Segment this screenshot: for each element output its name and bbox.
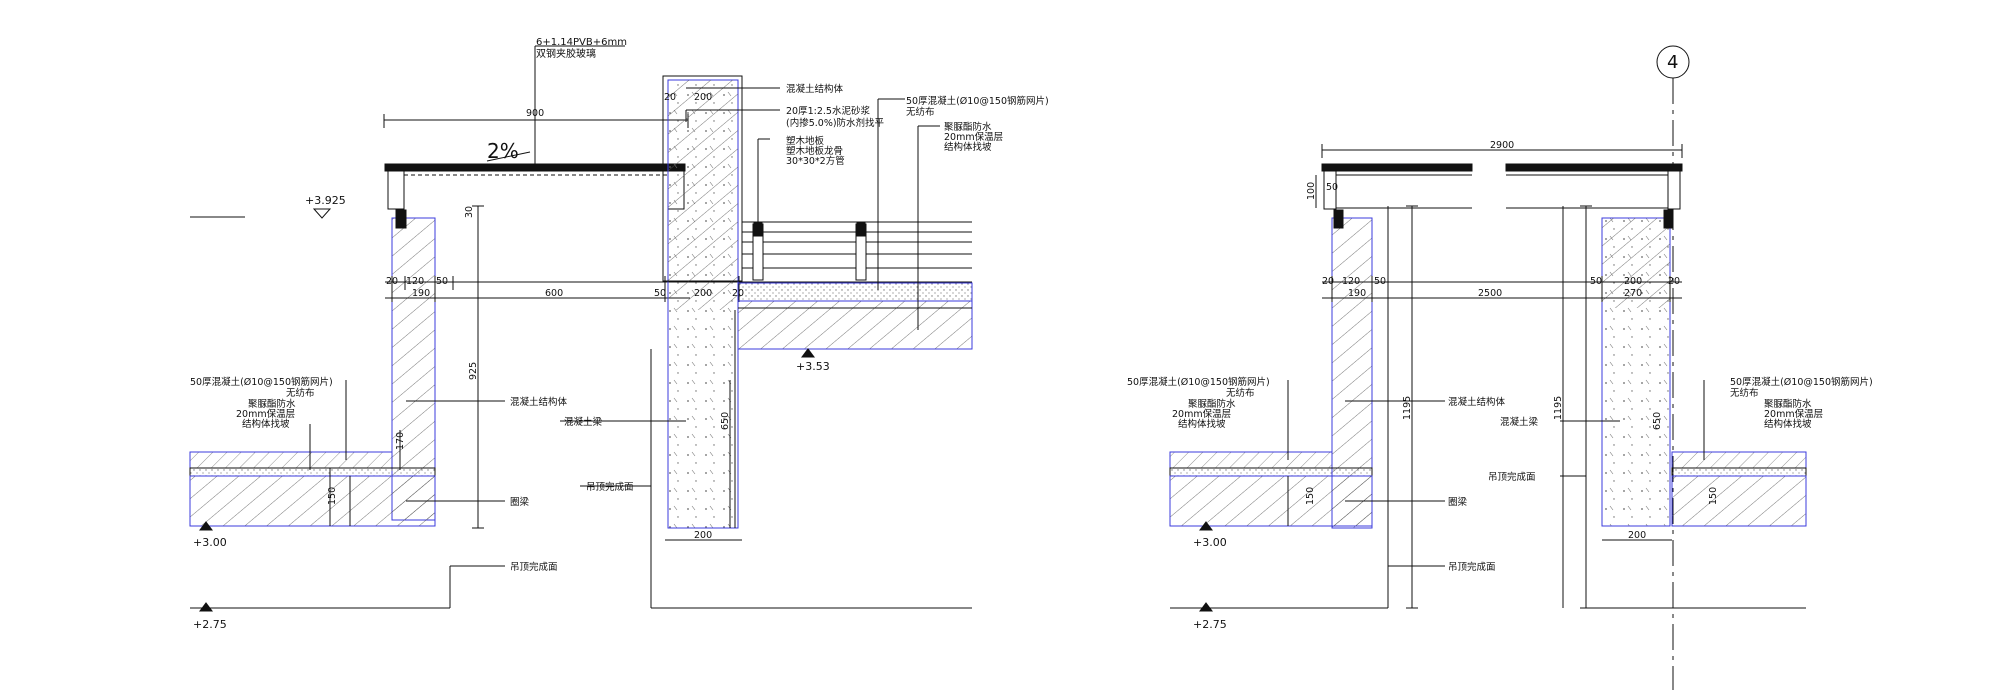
dim-1195-right: 1195 [1553,396,1564,420]
dim-20-left: 20 [386,276,398,287]
dim-20-mid: 20 [732,288,744,299]
note-ring-beam: 圈梁 [510,496,530,508]
dim-190: 190 [1348,288,1366,299]
elevation-275: +2.75 [1193,618,1227,631]
dim-150: 150 [327,487,338,505]
dim-900: 900 [526,108,544,119]
right-stack-notes: 50厚混凝土(Ø10@150钢筋网片) 无纺布 聚脲酯防水 20mm保温层 结构… [1730,376,1873,430]
note-wood-1: 塑木地板 [786,135,825,147]
stack-note: 20mm保温层 [236,408,295,420]
slope-label: 2% [487,139,519,163]
stack-note: 聚脲酯防水 [1764,398,1812,410]
stack-note: 无纺布 [286,387,315,399]
note-concrete-mid: 混凝土结构体 [1448,396,1506,408]
dim-1195-left: 1195 [1402,396,1413,420]
note-concrete-top: 混凝土结构体 [786,83,844,95]
note-ring-beam: 圈梁 [1448,496,1468,508]
stack-note: 20mm保温层 [1764,408,1823,420]
stack-note: 结构体找坡 [1178,418,1226,430]
dim-200-right: 200 [1624,276,1642,287]
stack-note: 20mm保温层 [944,131,1003,143]
dim-200-bottom: 200 [694,530,712,541]
dim-270: 270 [1624,288,1642,299]
dim-50-left: 50 [1374,276,1386,287]
stack-note: 无纺布 [1226,387,1255,399]
dim-30: 30 [464,206,475,218]
dim-20-top: 20 [664,92,676,103]
right-detail [1169,45,1807,690]
stack-note: 50厚混凝土(Ø10@150钢筋网片) [1127,376,1270,388]
dim-200-bottom: 200 [1628,530,1646,541]
glass-note-line2: 双钢夹胶玻璃 [536,47,596,60]
elevation-3925: +3.925 [305,194,346,207]
stack-note: 结构体找坡 [1764,418,1812,430]
stack-note: 无纺布 [906,106,935,118]
dim-50-left: 50 [436,276,448,287]
note-wood-2: 塑木地板龙骨 [786,145,843,157]
elevation-275: +2.75 [193,618,227,631]
note-wood-3: 30*30*2方管 [786,155,845,167]
right-stack-notes: 50厚混凝土(Ø10@150钢筋网片) 无纺布 聚脲酯防水 20mm保温层 结构… [906,95,1049,153]
dim-50-right: 50 [1590,276,1602,287]
note-ceiling-a: 吊顶完成面 [586,481,634,493]
note-ceiling-b: 吊顶完成面 [510,561,558,573]
dim-2500: 2500 [1478,288,1502,299]
stack-note: 聚脲酯防水 [248,398,296,410]
left-labels: 6+1.14PVB+6mm 双钢夹胶玻璃 2% 900 +3.925 30 20… [190,37,1049,631]
dim-20-right: 20 [1668,276,1680,287]
note-ceiling-b: 吊顶完成面 [1448,561,1496,573]
dim-150-right: 150 [1708,487,1719,505]
dim-120: 120 [406,276,424,287]
axis-label: 4 [1667,52,1678,73]
left-detail [189,45,973,612]
stack-note: 50厚混凝土(Ø10@150钢筋网片) [1730,376,1873,388]
note-cement-1: 20厚1:2.5水泥砂浆 [786,105,870,117]
dim-20-left: 20 [1322,276,1334,287]
dim-2900: 2900 [1490,140,1514,151]
dim-650: 650 [1652,412,1663,430]
stack-note: 无纺布 [1730,387,1759,399]
stack-note: 聚脲酯防水 [1188,398,1236,410]
glass-note-line1: 6+1.14PVB+6mm [536,37,627,48]
dim-100: 100 [1306,182,1317,200]
stack-note: 50厚混凝土(Ø10@150钢筋网片) [190,376,333,388]
dim-925: 925 [468,362,479,380]
stack-note: 50厚混凝土(Ø10@150钢筋网片) [906,95,1049,107]
elevation-300: +3.00 [1193,536,1227,549]
dim-170: 170 [395,432,406,450]
note-concrete-mid: 混凝土结构体 [510,396,568,408]
dim-120: 120 [1342,276,1360,287]
left-stack-notes: 50厚混凝土(Ø10@150钢筋网片) 无纺布 聚脲酯防水 20mm保温层 结构… [1127,376,1270,430]
note-cement-2: (内掺5.0%)防水剂找平 [786,117,885,129]
right-labels: 4 2900 100 50 20 120 50 190 2500 50 200 … [1127,52,1873,631]
elevation-300: +3.00 [193,536,227,549]
dim-200-mid: 200 [694,288,712,299]
dim-650: 650 [720,412,731,430]
elevation-353: +3.53 [796,360,830,373]
stack-note: 聚脲酯防水 [944,121,992,133]
stack-note: 结构体找坡 [242,418,290,430]
note-beam: 混凝土梁 [1500,416,1539,428]
note-beam: 混凝土梁 [564,416,603,428]
dim-50-canopy: 50 [1326,182,1338,193]
stack-note: 结构体找坡 [944,141,992,153]
dim-600: 600 [545,288,563,299]
left-stack-notes: 50厚混凝土(Ø10@150钢筋网片) 无纺布 聚脲酯防水 20mm保温层 结构… [190,376,333,430]
dim-200-top: 200 [694,92,712,103]
stack-note: 20mm保温层 [1172,408,1231,420]
dim-50-mid: 50 [654,288,666,299]
dim-190: 190 [412,288,430,299]
dim-150-left: 150 [1305,487,1316,505]
note-ceiling-a: 吊顶完成面 [1488,471,1536,483]
